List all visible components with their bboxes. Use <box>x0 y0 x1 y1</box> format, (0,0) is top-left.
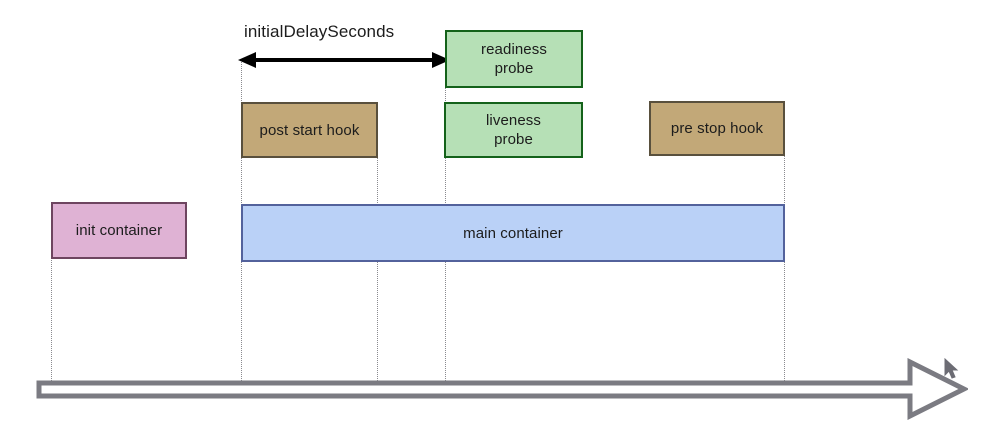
main-container-box[interactable]: main container <box>241 204 785 262</box>
guide-line-post-start-hook-end <box>377 156 378 383</box>
pre-stop-hook-box[interactable]: pre stop hook <box>649 101 785 156</box>
init-container-box[interactable]: init container <box>51 202 187 259</box>
right-arrow-icon <box>36 358 968 420</box>
double-headed-arrow-icon <box>238 52 450 68</box>
guide-line-init-container-start <box>51 258 52 383</box>
init-container-label: init container <box>75 222 163 239</box>
post-start-hook-box[interactable]: post start hook <box>241 102 378 158</box>
post-start-hook-label: post start hook <box>259 121 360 139</box>
initial-delay-seconds-label: initialDelaySeconds <box>244 22 395 41</box>
main-container-label: main container <box>463 224 563 242</box>
liveness-probe-label-line1: liveness <box>486 112 541 129</box>
readiness-probe-label-line2: probe <box>494 60 534 77</box>
readiness-probe-box[interactable]: readiness probe <box>445 30 583 88</box>
guide-line-pre-stop-hook-end <box>784 156 785 383</box>
liveness-probe-label-line2: probe <box>494 131 533 148</box>
liveness-probe-box[interactable]: liveness probe <box>444 102 583 158</box>
pre-stop-hook-label: pre stop hook <box>670 120 764 137</box>
readiness-probe-label-line1: readiness <box>481 41 547 58</box>
